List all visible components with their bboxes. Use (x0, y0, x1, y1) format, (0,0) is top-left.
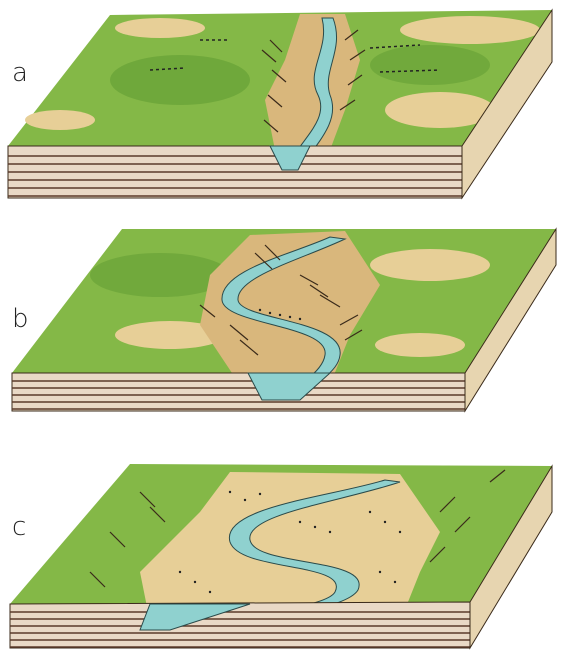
block-a-grass-dark (370, 45, 490, 85)
block-a-sand-patch (25, 110, 95, 130)
landscape-block-c (9, 464, 553, 650)
block-b-side-face (464, 227, 557, 413)
block-b-front-face (11, 372, 466, 412)
block-a-sand-patch (400, 16, 540, 44)
block-b-sand-patch (375, 333, 465, 357)
block-b-wall-hatching (199, 244, 363, 356)
block-a-surface-marks (149, 39, 441, 73)
block-b-sand-patch (115, 321, 225, 349)
block-b-grass-dark (90, 253, 230, 297)
block-c-side-face (469, 464, 553, 650)
block-c-floodplain-dots (178, 490, 402, 594)
panel-label-c: c (12, 512, 27, 542)
block-a-side-face (461, 8, 553, 200)
block-c-strata-lines (10, 611, 470, 648)
block-c-front-face (9, 601, 471, 649)
block-a-sand-patch (115, 18, 205, 38)
panel-label-a: a (12, 58, 28, 88)
block-a-strata-lines (8, 155, 462, 197)
panel-label-b: b (12, 304, 29, 334)
landscape-block-a (7, 8, 553, 200)
block-c-hill-hatching (89, 469, 506, 588)
block-a-river-notch (269, 145, 311, 171)
block-b-river-notch (247, 372, 332, 401)
block-a-wall-hatching (261, 29, 366, 133)
block-a-grass-dark (110, 55, 250, 105)
block-b-strata-lines (12, 380, 465, 410)
block-a-sand-patch (385, 92, 495, 128)
block-c-river-notch (139, 603, 251, 631)
block-c-floodplain (140, 472, 440, 622)
block-b-sand-patch (370, 249, 490, 281)
landscape-block-b (11, 227, 557, 413)
block-a-valley-wall (265, 14, 360, 150)
block-b-floodplain-dots (258, 308, 302, 321)
